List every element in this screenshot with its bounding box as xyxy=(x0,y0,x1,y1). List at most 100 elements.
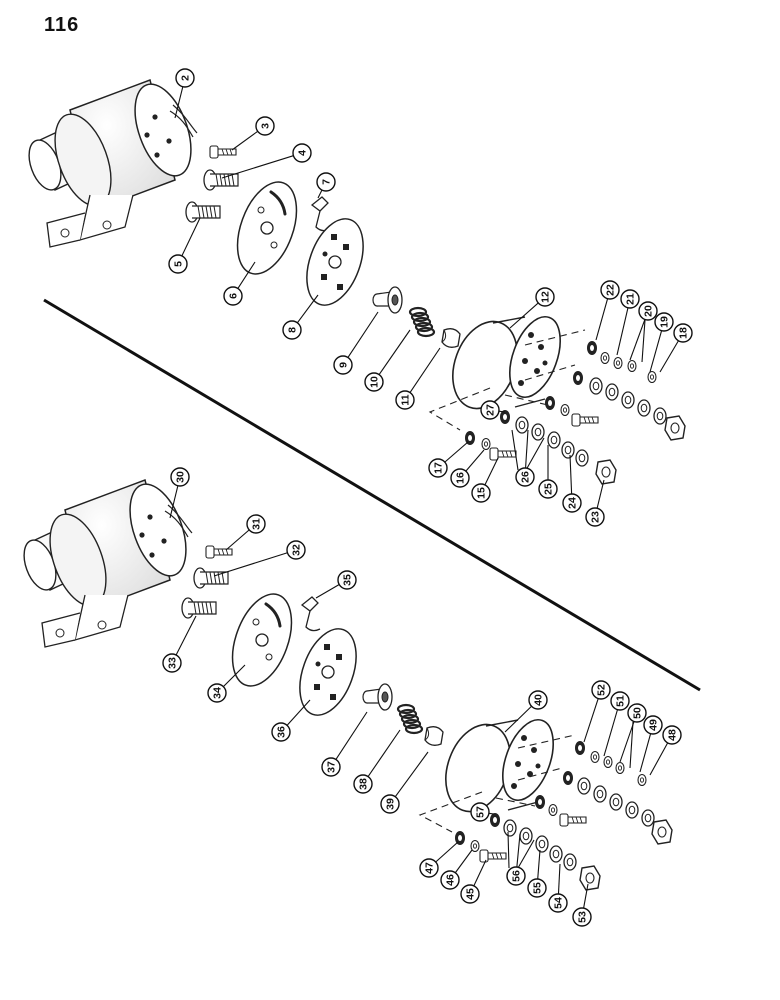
callout-circle xyxy=(600,280,620,300)
callout-26: 26 xyxy=(511,429,545,487)
callout-leader xyxy=(484,457,499,486)
callout-number: 16 xyxy=(454,472,466,484)
callout-number: 33 xyxy=(166,657,178,669)
callout-5: 5 xyxy=(168,217,201,274)
callout-number: 31 xyxy=(250,518,262,530)
callout-leader xyxy=(583,698,599,743)
callout-6: 6 xyxy=(223,261,256,306)
spring-38 xyxy=(396,703,424,735)
gasket-34 xyxy=(219,584,305,696)
callout-leader xyxy=(435,841,459,863)
callout-leader xyxy=(569,454,573,495)
callout-leader xyxy=(525,429,529,469)
callout-leader xyxy=(629,319,646,361)
callout-4: 4 xyxy=(221,143,312,179)
callout-48: 48 xyxy=(649,725,682,776)
callout-circle xyxy=(419,858,439,878)
callout-leader xyxy=(378,329,411,375)
callout-circle xyxy=(591,680,611,700)
callout-circle xyxy=(223,286,243,306)
callout-leader xyxy=(639,733,652,773)
callout-2: 2 xyxy=(174,68,195,119)
callout-number: 52 xyxy=(595,684,607,696)
terminal-screw-3 xyxy=(209,145,237,159)
callout-circle xyxy=(538,479,558,499)
callout-leader xyxy=(649,742,669,776)
upper-assembly xyxy=(22,75,686,485)
callout-circle xyxy=(480,400,500,420)
callout-circle xyxy=(162,653,182,673)
lower-assembly xyxy=(17,475,673,891)
callout-circle xyxy=(292,143,312,163)
callout-16: 16 xyxy=(450,449,485,488)
callout-leader xyxy=(174,86,184,119)
callout-leader xyxy=(537,849,541,880)
callout-leader xyxy=(659,340,679,373)
callout-37: 37 xyxy=(321,711,368,777)
callout-number: 53 xyxy=(576,911,588,923)
callout-leader xyxy=(231,130,259,151)
callout-number: 47 xyxy=(423,862,435,874)
callout-circle xyxy=(175,68,195,88)
callout-32: 32 xyxy=(213,540,306,577)
callout-circle xyxy=(333,355,353,375)
callout-leader xyxy=(367,729,401,777)
callout-circle xyxy=(170,467,190,487)
callout-54: 54 xyxy=(548,863,568,913)
callout-number: 34 xyxy=(211,687,223,699)
callout-circle xyxy=(638,301,658,321)
washer-22 xyxy=(587,341,597,355)
callout-number: 11 xyxy=(399,394,411,405)
callout-leader xyxy=(507,831,510,869)
callout-circle xyxy=(168,254,188,274)
callout-number: 38 xyxy=(357,778,369,790)
callout-circle xyxy=(548,893,568,913)
callout-circle xyxy=(620,289,640,309)
callout-30: 30 xyxy=(169,467,190,519)
callout-circle xyxy=(527,878,547,898)
terminal-stud-33 xyxy=(181,597,217,619)
callout-24: 24 xyxy=(562,454,582,513)
callout-11: 11 xyxy=(395,347,441,410)
callout-leader xyxy=(444,441,469,463)
callout-number: 30 xyxy=(174,471,186,483)
callout-leader xyxy=(221,155,294,179)
callout-number: 51 xyxy=(614,695,626,707)
callout-number: 50 xyxy=(631,707,643,719)
callout-3: 3 xyxy=(231,116,275,151)
callout-number: 2 xyxy=(179,75,191,81)
callout-leader xyxy=(237,261,256,289)
callout-circle xyxy=(380,794,400,814)
callout-circle xyxy=(395,390,415,410)
terminal-stud-5 xyxy=(185,201,221,223)
callout-number: 6 xyxy=(227,293,239,299)
callout-circle xyxy=(271,722,291,742)
callout-52: 52 xyxy=(583,680,611,743)
callout-leader xyxy=(175,615,197,656)
callout-circle xyxy=(515,467,535,487)
callout-number: 54 xyxy=(552,897,564,909)
callout-number: 20 xyxy=(642,305,654,317)
callout-number: 27 xyxy=(484,404,496,416)
callout-35: 35 xyxy=(315,570,357,599)
retainer-11 xyxy=(441,328,461,348)
page-number: 116 xyxy=(44,14,80,36)
callout-leader xyxy=(595,298,609,341)
callout-10: 10 xyxy=(364,329,411,392)
callout-leader xyxy=(649,330,663,373)
callout-leader xyxy=(517,839,535,869)
callout-38: 38 xyxy=(353,729,401,794)
callout-circle xyxy=(528,690,548,710)
callout-leader xyxy=(498,410,506,413)
contact-disc-8 xyxy=(295,210,375,314)
terminal-stud-4 xyxy=(203,169,239,191)
callout-leader xyxy=(169,485,179,519)
callout-number: 25 xyxy=(542,483,554,495)
callout-number: 8 xyxy=(286,327,298,333)
callout-circle xyxy=(562,493,582,513)
callout-leader xyxy=(286,699,311,726)
callout-leader xyxy=(619,721,635,763)
callout-leader xyxy=(583,883,589,909)
callout-45: 45 xyxy=(460,859,487,904)
